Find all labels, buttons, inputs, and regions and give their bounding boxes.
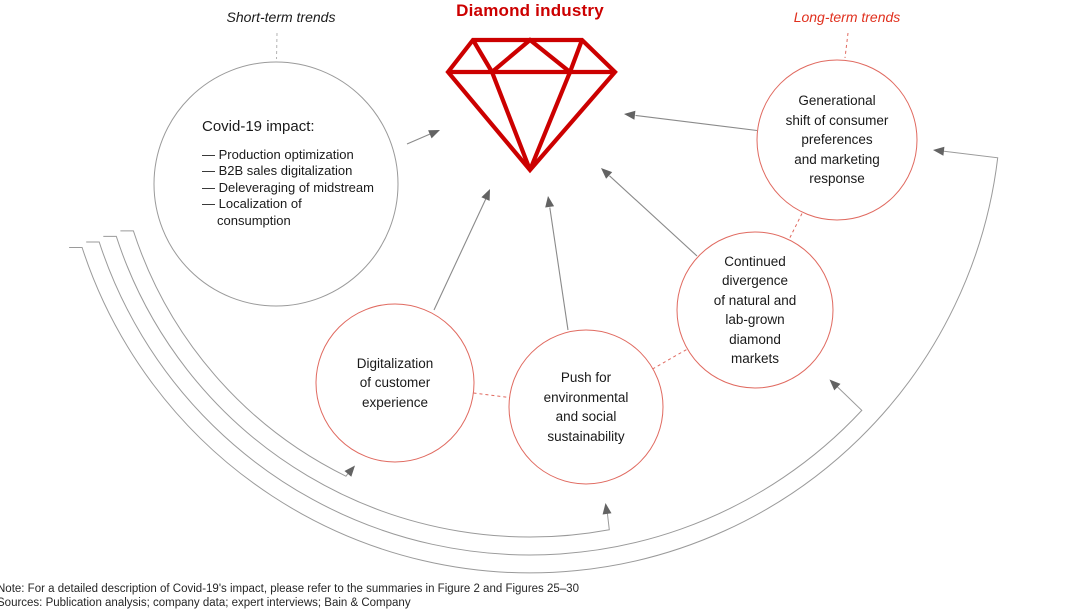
- covid-impact-node: Covid-19 impact: — Production optimizati…: [202, 118, 377, 229]
- digitalization-circle: [315, 303, 475, 463]
- footnote: Note: For a detailed description of Covi…: [0, 583, 579, 595]
- sources-line: Sources: Publication analysis; company d…: [0, 597, 411, 609]
- dash-digitalization-sustainability: [473, 392, 510, 398]
- arrow-sustainability-arrowhead-icon: [545, 196, 555, 208]
- swoosh-arc-3-arrowhead-icon: [829, 379, 841, 391]
- page-title: Diamond industry: [456, 1, 604, 20]
- swoosh-arc-1: [120, 230, 353, 477]
- covid-impact-heading: Covid-19 impact:: [202, 118, 315, 135]
- arrow-covid-to-diamond: [406, 133, 432, 145]
- arrow-covid-arrowhead-icon: [428, 130, 440, 139]
- dash-generational-divergence: [789, 213, 803, 239]
- arrow-generational-to-diamond: [635, 114, 758, 132]
- covid-impact-item: — Deleveraging of midstream: [202, 179, 374, 195]
- covid-impact-circle: [153, 61, 399, 307]
- arrow-digitalization-to-diamond: [433, 198, 487, 311]
- arrow-divergence-to-diamond: [609, 175, 698, 257]
- arrow-digitalization-arrowhead-icon: [481, 189, 490, 201]
- covid-impact-item: — B2B sales digitalization: [202, 163, 353, 179]
- swoosh-arc-4: [69, 150, 999, 574]
- generational-circle: [756, 59, 918, 221]
- swoosh-arc-4-arrowhead-icon: [933, 146, 945, 156]
- covid-impact-list: — Production optimization— B2B sales dig…: [202, 147, 377, 229]
- digitalization-node-label: Digitalization of customer experience: [356, 355, 434, 410]
- swoosh-arc-1-arrowhead-icon: [344, 465, 355, 477]
- sustainability-node-label: Push for environmental and social sustai…: [543, 370, 629, 444]
- dash-long-term-to-generational: [844, 32, 849, 59]
- swoosh-arc-3: [86, 241, 863, 556]
- long-term-trends-label: Long-term trends: [793, 9, 901, 25]
- covid-impact-item: — Production optimization: [202, 147, 354, 162]
- diamond-icon: [445, 37, 618, 174]
- divergence-circle: [676, 231, 834, 389]
- sustainability-circle: [508, 329, 664, 485]
- divergence-node-label: Continued divergence of natural and lab-…: [713, 253, 797, 367]
- arrow-generational-arrowhead-icon: [624, 110, 636, 120]
- generational-node-label: Generational shift of consumer preferenc…: [785, 93, 889, 187]
- short-term-trends-label: Short-term trends: [226, 9, 336, 25]
- swoosh-arc-2: [103, 235, 610, 538]
- arrow-divergence-arrowhead-icon: [601, 168, 613, 179]
- diamond-facets: [471, 37, 584, 171]
- swoosh-arc-2-arrowhead-icon: [602, 503, 612, 515]
- arrow-sustainability-to-diamond: [549, 207, 569, 331]
- dash-sustainability-divergence: [652, 348, 688, 370]
- dash-short-term-to-covid: [276, 32, 278, 60]
- covid-impact-item: — Localization of consumption: [202, 196, 302, 228]
- diamond-outline: [445, 37, 618, 174]
